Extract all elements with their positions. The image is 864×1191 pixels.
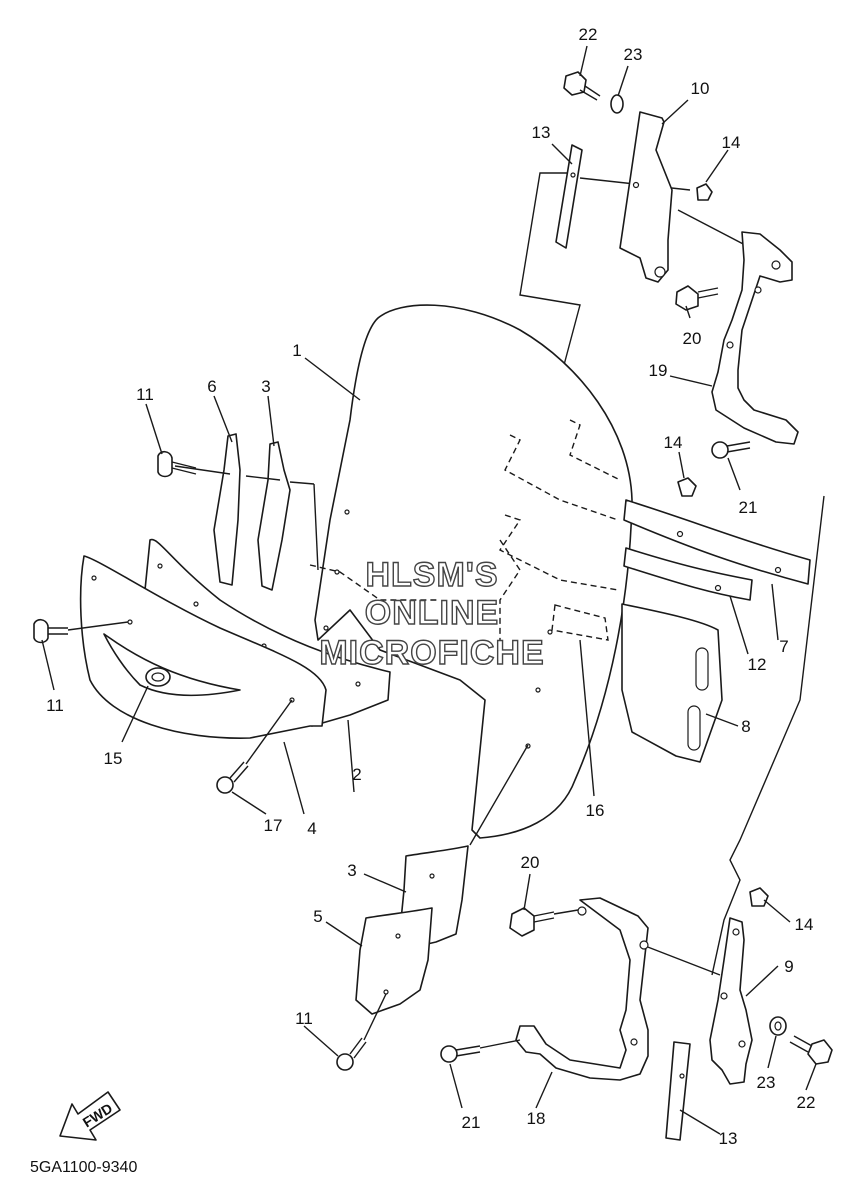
callout-2: 2 <box>352 765 361 784</box>
callout-3-upper: 3 <box>261 377 270 396</box>
cover-4 <box>79 555 327 739</box>
callout-6: 6 <box>207 377 216 396</box>
watermark-line-3: MICROFICHE <box>319 634 544 672</box>
callout-13-lower: 13 <box>719 1129 738 1148</box>
callout-22-lower: 22 <box>797 1093 816 1112</box>
watermark: HLSM'S ONLINE MICROFICHE <box>319 555 545 672</box>
part-code: 5GA1100-9340 <box>30 1159 137 1176</box>
callout-11-left: 11 <box>46 696 64 715</box>
callout-14-lower: 14 <box>795 915 814 934</box>
bolt-11-left <box>33 618 129 644</box>
nut-14-upper <box>696 183 713 201</box>
watermark-line-2: ONLINE <box>365 594 499 632</box>
screw-17 <box>216 699 293 794</box>
stay-6 <box>213 433 241 586</box>
bracket-10 <box>619 111 673 283</box>
callout-17: 17 <box>264 816 283 835</box>
callout-23-lower: 23 <box>757 1073 776 1092</box>
callout-5: 5 <box>313 907 322 926</box>
callout-23-upper: 23 <box>624 45 643 64</box>
callout-8: 8 <box>741 717 750 736</box>
callout-1: 1 <box>292 341 301 360</box>
bolt-22-lower <box>789 1035 833 1065</box>
upper-bracket-assembly <box>519 71 799 497</box>
callout-14-mid: 14 <box>664 433 683 452</box>
callout-22-upper: 22 <box>579 25 598 44</box>
callout-9: 9 <box>784 957 793 976</box>
stays-right <box>621 499 811 763</box>
emblem-15 <box>103 633 241 697</box>
callout-4: 4 <box>307 819 316 838</box>
callout-11-top: 11 <box>136 385 154 404</box>
bolt-20-upper <box>675 285 719 311</box>
stay-5 <box>355 907 433 1015</box>
bolt-20-lower <box>509 907 579 937</box>
fwd-arrow: FWD <box>59 1091 121 1141</box>
bolt-22-upper <box>563 71 601 101</box>
callouts: 22 23 10 13 14 20 19 14 21 1 11 6 3 11 1… <box>46 25 815 1148</box>
plate-13-lower <box>665 1041 691 1141</box>
washer-23-upper <box>610 94 624 114</box>
plate-13-upper <box>555 144 583 249</box>
callout-20-lower: 20 <box>521 853 540 872</box>
bracket-9 <box>709 917 753 1085</box>
leader-lines <box>41 45 817 1135</box>
callout-21-lower: 21 <box>462 1113 481 1132</box>
bolt-21-upper <box>711 441 751 459</box>
callout-14-upper: 14 <box>722 133 741 152</box>
callout-13-upper: 13 <box>532 123 551 142</box>
callout-16: 16 <box>586 801 605 820</box>
watermark-line-1: HLSM'S <box>365 556 498 594</box>
callout-20-upper: 20 <box>683 329 702 348</box>
windshield-1 <box>314 304 633 839</box>
callout-11-bottom: 11 <box>295 1009 313 1028</box>
stay-7 <box>623 499 811 585</box>
callout-3-lower: 3 <box>347 861 356 880</box>
callout-7: 7 <box>779 637 788 656</box>
nut-14-lower <box>749 887 769 907</box>
callout-21-upper: 21 <box>739 498 758 517</box>
bolt-11-top <box>157 450 197 478</box>
callout-10: 10 <box>691 79 710 98</box>
callout-15: 15 <box>104 749 123 768</box>
stay-3-upper <box>257 441 291 591</box>
callout-12: 12 <box>748 655 767 674</box>
callout-19: 19 <box>649 361 668 380</box>
bracket-19 <box>711 231 799 445</box>
bracket-18 <box>515 897 649 1081</box>
bolt-21-lower <box>440 1039 521 1063</box>
hidden-stays <box>309 419 621 641</box>
callout-18: 18 <box>527 1109 546 1128</box>
bolt-11-bottom <box>336 993 387 1071</box>
nut-14-mid <box>677 477 697 497</box>
